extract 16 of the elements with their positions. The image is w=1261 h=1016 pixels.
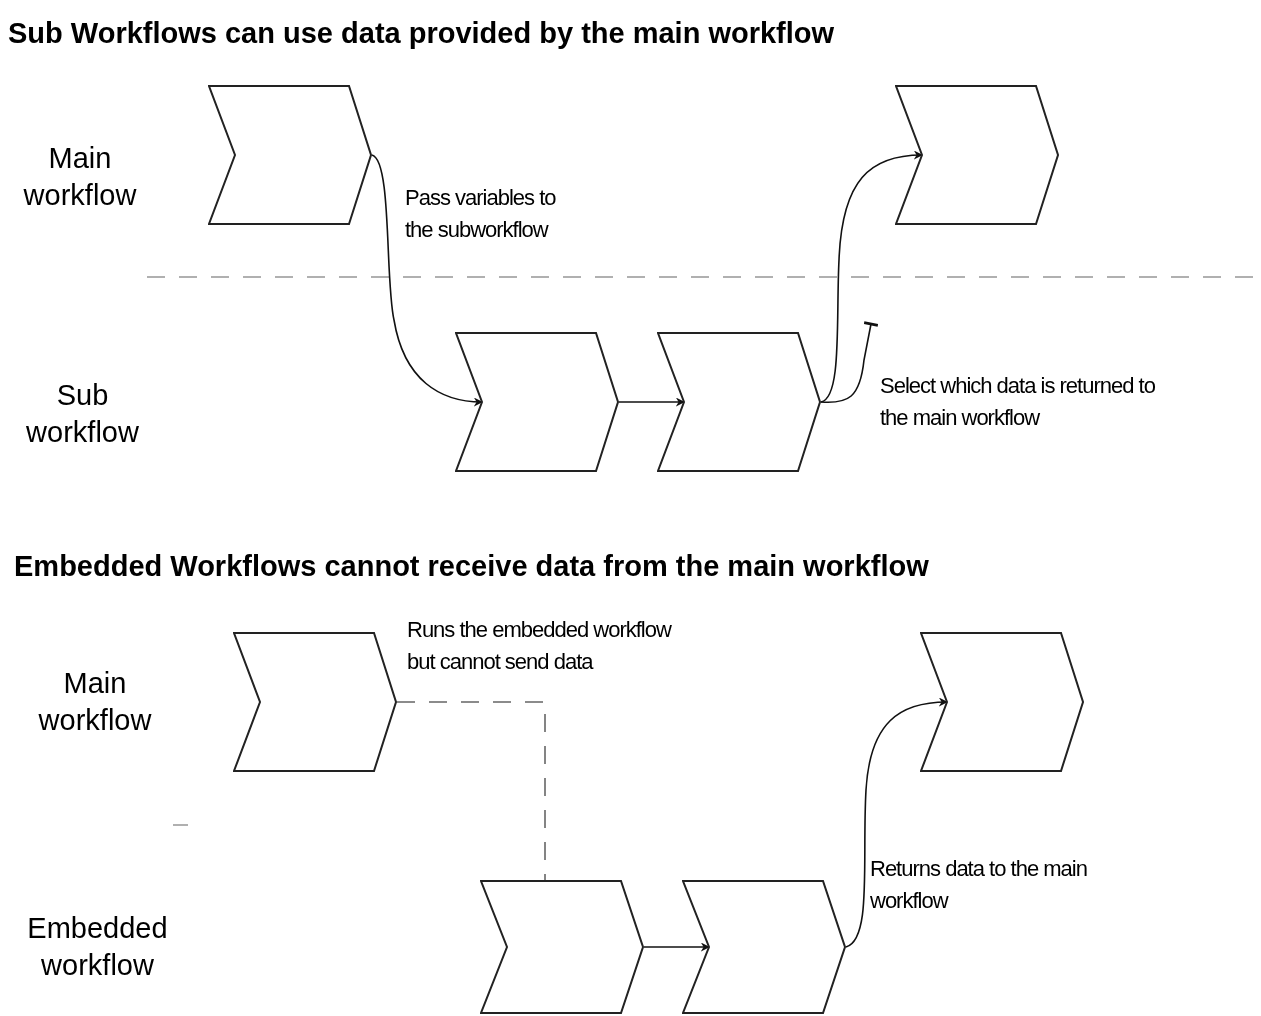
row-label: Main workflow: [37, 666, 153, 738]
heading: Embedded Workflows cannot receive data from the main workflow: [14, 549, 930, 584]
chevron-shape: [895, 85, 1059, 225]
heading: Sub Workflows can use data provided by the main workflow: [8, 16, 835, 51]
chevron-shape: [455, 332, 619, 472]
arrow: [643, 942, 710, 952]
row-label: Main workflow: [22, 141, 138, 213]
row-label: Sub workflow: [25, 378, 140, 450]
chevron-shape: [920, 632, 1084, 772]
dashed-connector: [396, 701, 546, 881]
chevron-shape: [233, 632, 397, 772]
chevron-shape: [657, 332, 821, 472]
chevron-shape: [208, 85, 372, 225]
chevron-shape: [480, 880, 644, 1014]
chevron-shape: [682, 880, 846, 1014]
row-label: Embedded workflow: [26, 911, 169, 983]
